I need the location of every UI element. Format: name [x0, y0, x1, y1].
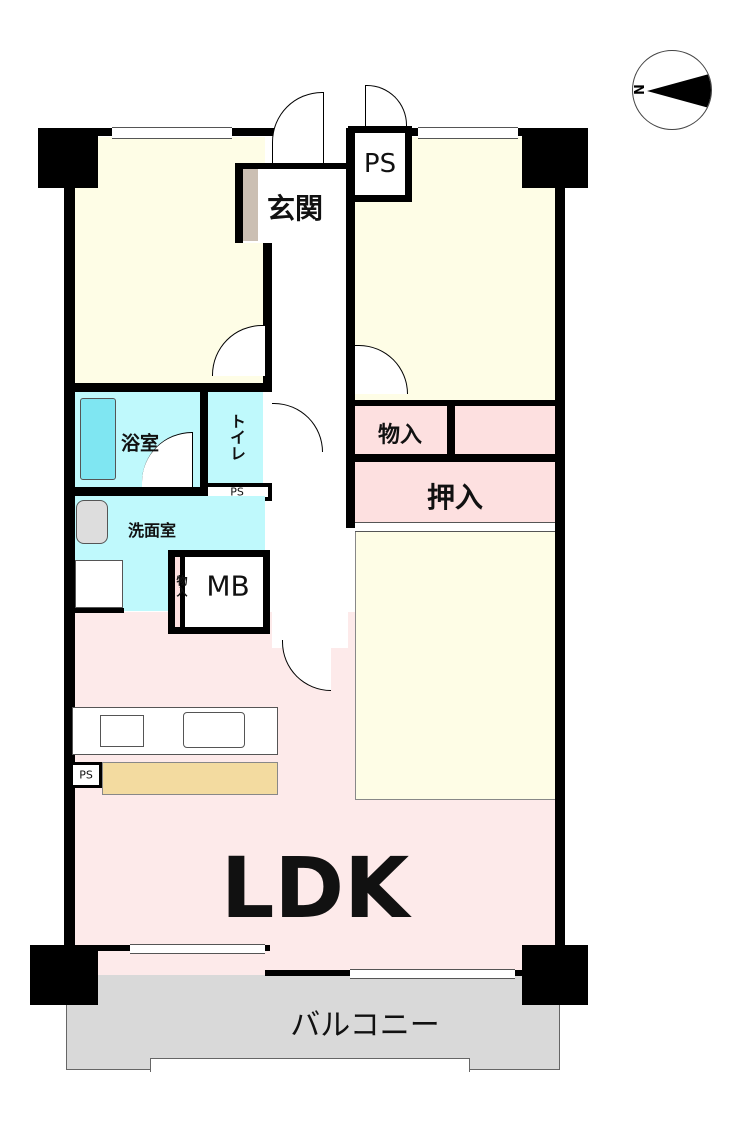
- mb-label: MB: [206, 569, 250, 603]
- bathtub: [80, 398, 116, 480]
- pillar-bottom-left: [30, 945, 98, 1005]
- wash-basin: [76, 500, 108, 544]
- ps-door[interactable]: [365, 85, 407, 128]
- bath-bottom-wall: [64, 487, 204, 496]
- ps-toilet-label: PS: [230, 485, 244, 499]
- mb-storage-label: 物入: [175, 575, 188, 597]
- bedroom-left-bottom-wall: [64, 383, 272, 392]
- kitchen-sink: [183, 712, 245, 748]
- ps-kitchen: [70, 762, 102, 788]
- toilet-label: トイレ: [227, 413, 246, 461]
- toilet: [208, 392, 263, 484]
- pillar-top-left: [38, 128, 98, 188]
- ldk-window-right: [350, 969, 515, 979]
- washing-machine: [75, 560, 123, 608]
- ldk-window-left: [130, 944, 265, 954]
- bedroom-right-window: [418, 127, 518, 139]
- pillar-bottom-right: [522, 945, 588, 1005]
- entrance-door[interactable]: [272, 92, 324, 163]
- mb-closet: [168, 550, 270, 634]
- pillar-top-right: [522, 128, 588, 188]
- outer-wall-right: [555, 130, 565, 960]
- bedroom-3: [355, 530, 555, 800]
- storage-small-2: [455, 406, 555, 454]
- oshiire-label: 押入: [426, 481, 484, 514]
- ldk-label: LDK: [220, 839, 410, 937]
- mb-storage: [175, 557, 185, 627]
- bedroom-3-sliding-door[interactable]: [355, 522, 555, 532]
- balcony-label: バルコニー: [290, 1008, 440, 1043]
- bath-wall: [200, 390, 208, 500]
- ps-kitchen-label: PS: [79, 768, 93, 782]
- storage-small-label: 物入: [377, 423, 423, 448]
- compass-north-label: N: [632, 84, 648, 95]
- balcony: [66, 972, 560, 1070]
- ps-top-label: PS: [363, 149, 397, 179]
- compass: N: [632, 50, 712, 130]
- genkan-tile: [243, 169, 258, 241]
- corridor-right-wall: [346, 128, 355, 528]
- bedroom-left-window: [112, 127, 232, 139]
- kitchen-bar: [102, 762, 278, 795]
- oshiire: [355, 462, 555, 522]
- bedroom-left-right-wall: [263, 210, 272, 390]
- stove: [100, 715, 144, 747]
- balcony-notch: [150, 1058, 470, 1072]
- compass-needle-icon: [647, 73, 711, 109]
- washroom-label: 洗面室: [127, 521, 177, 540]
- outer-wall-left: [64, 130, 75, 960]
- ps-top: [348, 126, 412, 202]
- genkan-label: 玄関: [266, 192, 324, 225]
- bath-label: 浴室: [120, 432, 160, 455]
- washroom-bottom-wall: [64, 608, 124, 613]
- storage-small: [355, 406, 447, 454]
